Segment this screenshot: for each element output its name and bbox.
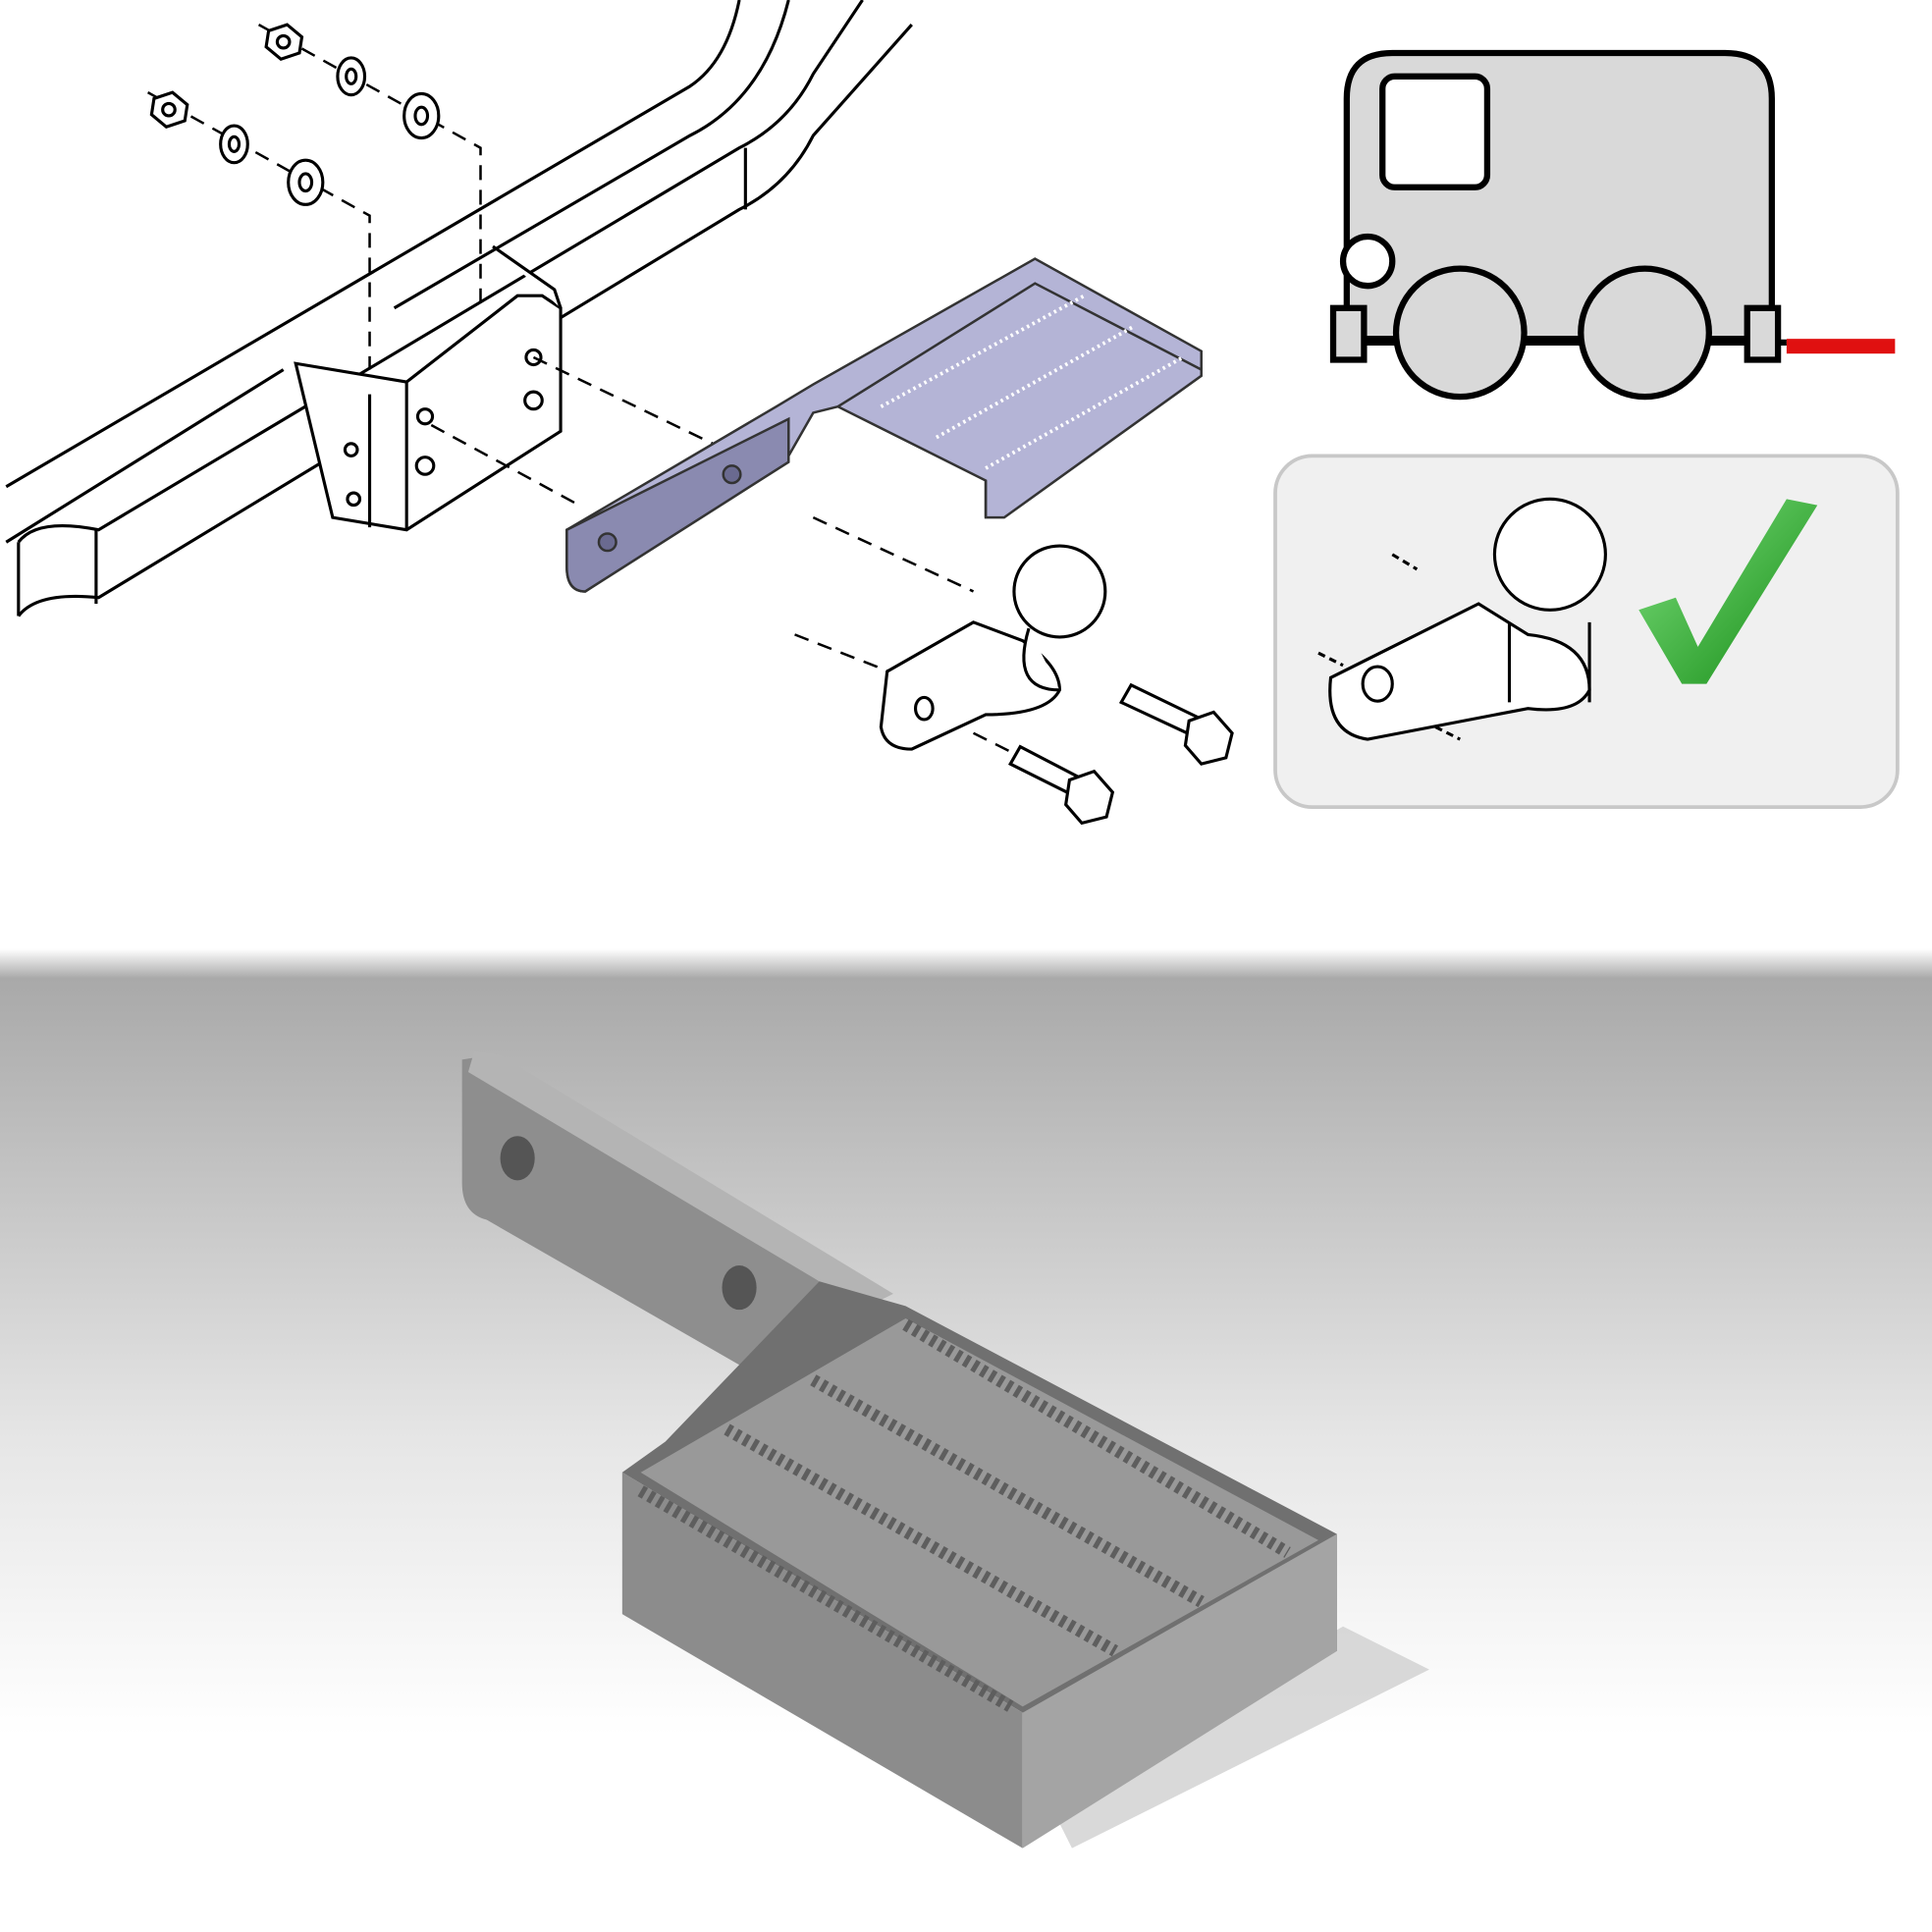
bolt-icon (1007, 682, 1234, 826)
rendered-step-icon (461, 1050, 1429, 1849)
check-mark-icon (1638, 499, 1818, 684)
tow-ball-icon (879, 544, 1107, 751)
step-bracket-icon (565, 257, 1203, 593)
mounting-bracket-icon (294, 244, 563, 532)
vehicle-rear-icon (1329, 49, 1787, 401)
washer-icon (219, 56, 441, 206)
nut-icon (149, 23, 304, 130)
tow-bar-highlight (1786, 339, 1896, 354)
tow-ball-icon (1317, 497, 1607, 741)
frame-rail-icon (5, 0, 913, 617)
compatible-towball-card (1273, 454, 1900, 809)
